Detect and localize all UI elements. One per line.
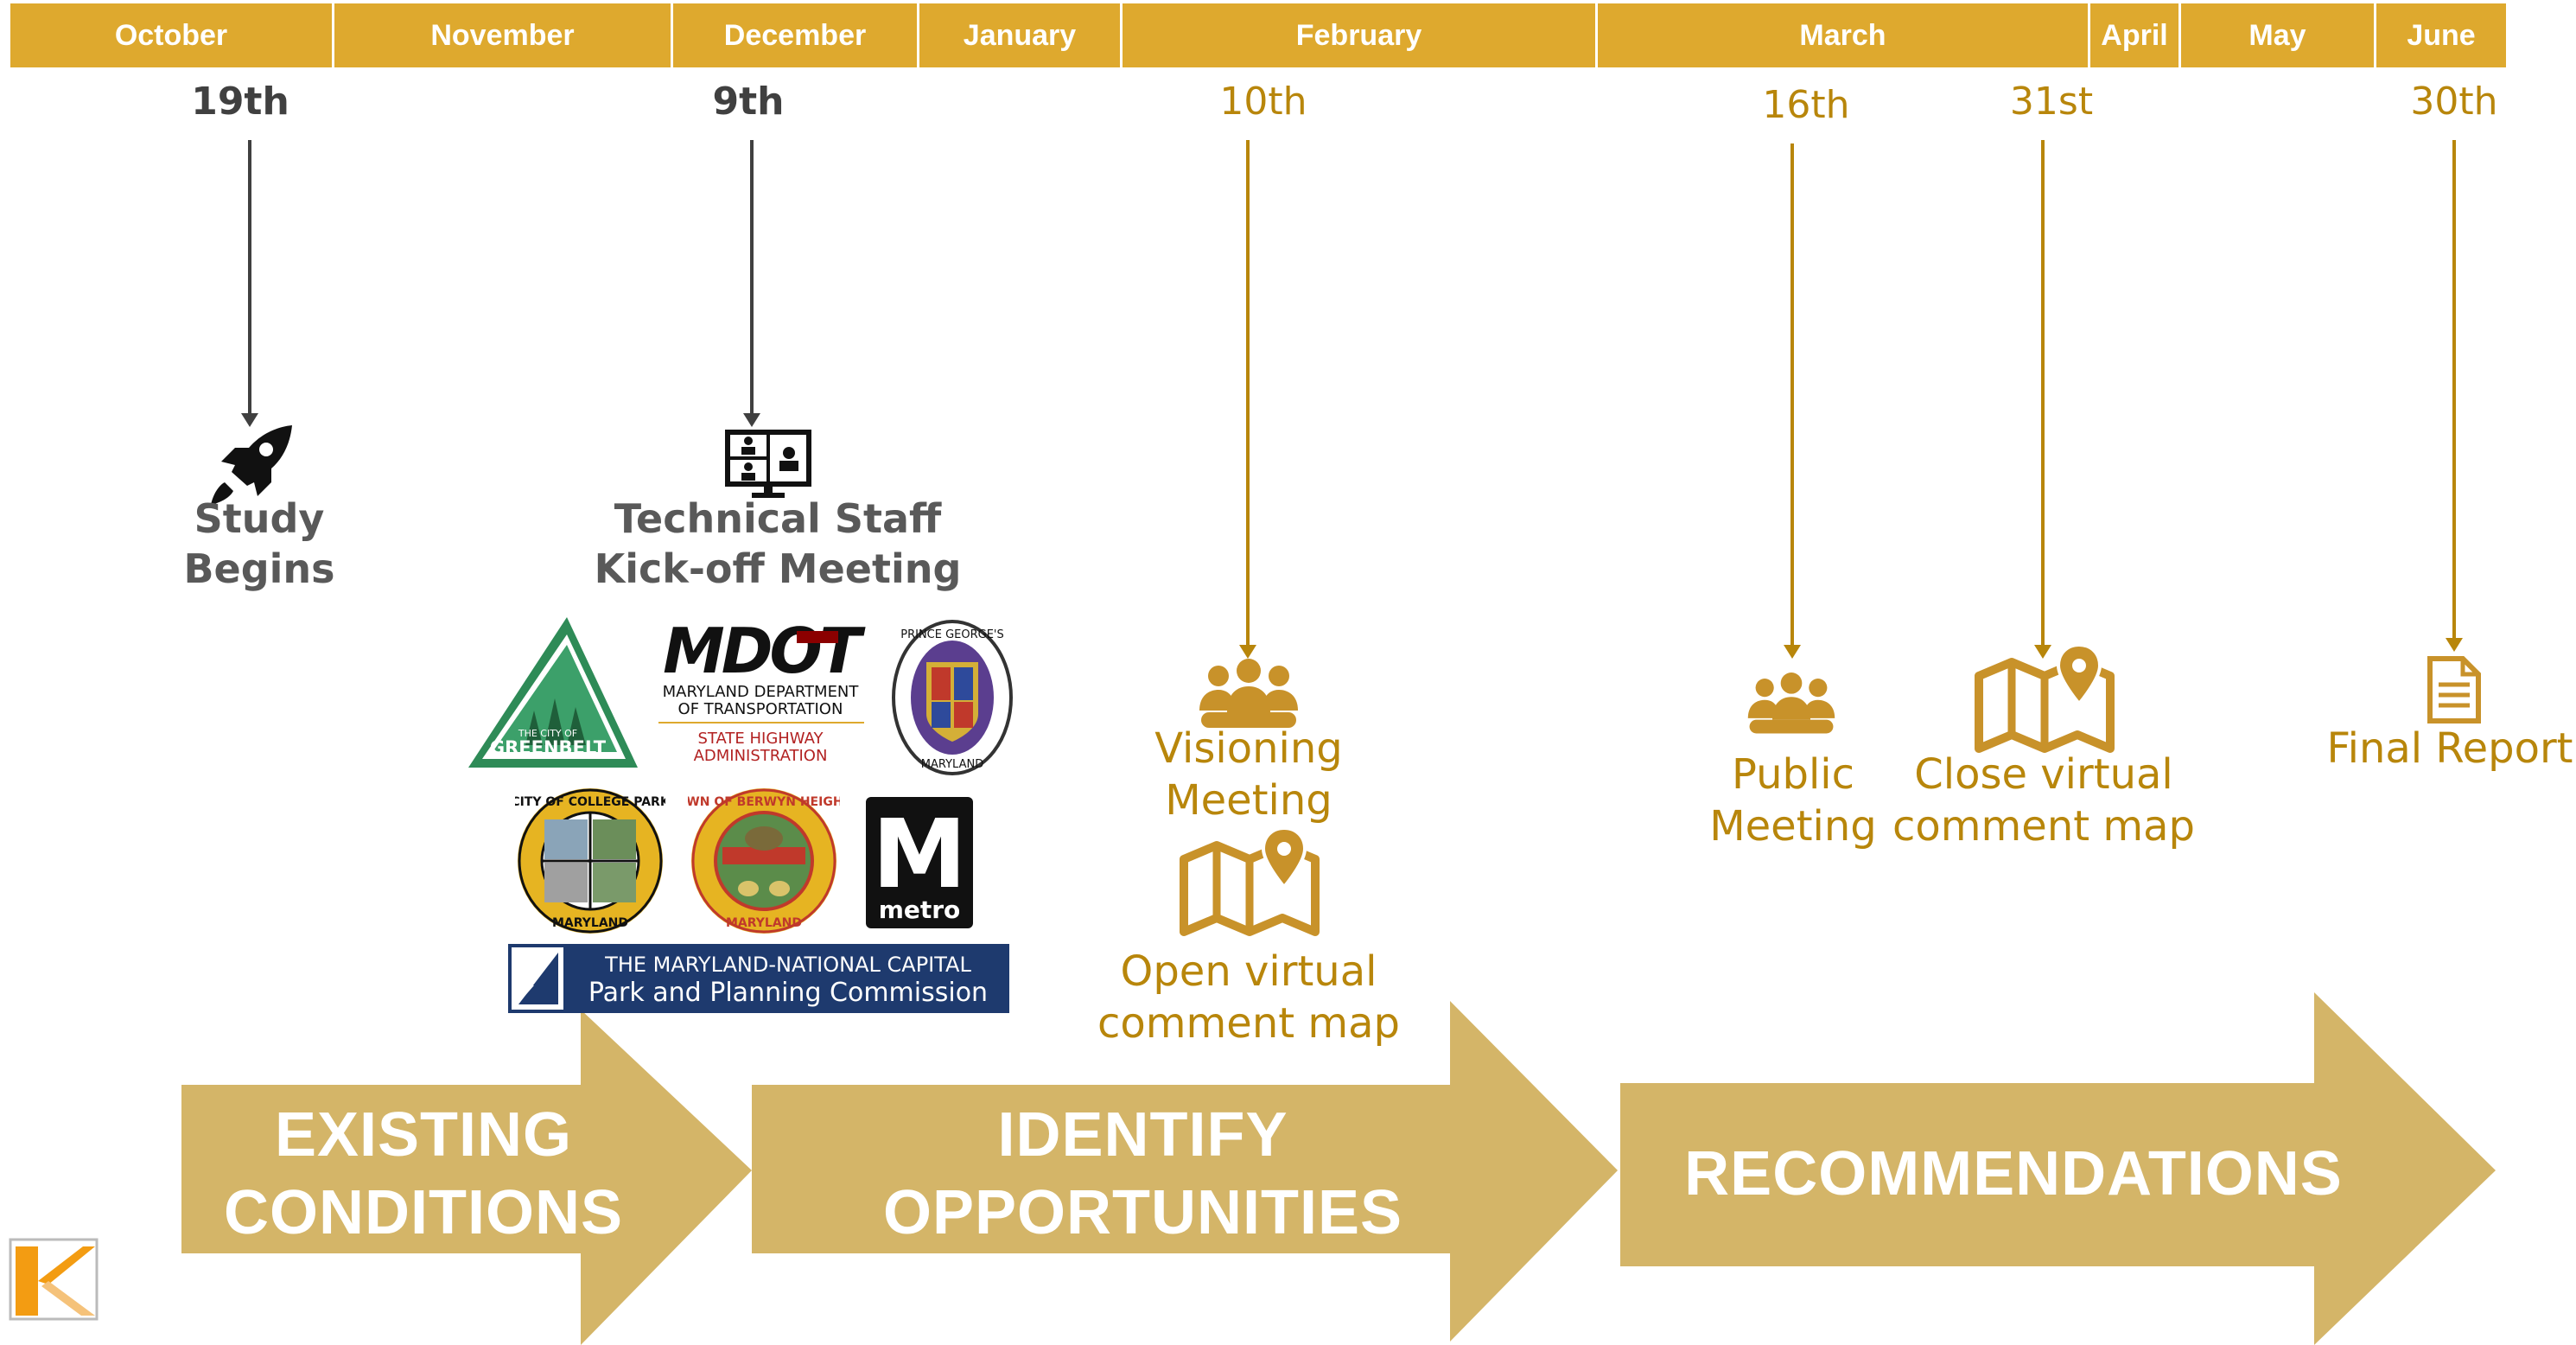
metro-word: metro (879, 896, 961, 924)
label-line: comment map (1892, 802, 2195, 851)
label-line: Public (1731, 750, 1855, 799)
college-park-bottom: MARYLAND (552, 916, 628, 930)
phase-line: CONDITIONS (223, 1178, 623, 1247)
month-october: October (114, 18, 228, 52)
phase-label-existing: EXISTING CONDITIONS (181, 1096, 665, 1252)
berwyn-top: TOWN OF BERWYN HEIGHTS (688, 795, 840, 809)
event-line-kickoff (750, 140, 754, 415)
event-date-final: 30th (2410, 80, 2498, 124)
event-label-study: Study Begins (147, 494, 372, 594)
event-date-close-map: 31st (2009, 80, 2094, 124)
college-park-top: CITY OF COLLEGE PARK (515, 795, 665, 809)
month-may: May (2178, 3, 2374, 67)
month-december: December (671, 3, 917, 67)
berwyn-heights-seal: TOWN OF BERWYN HEIGHTS MARYLAND (688, 788, 840, 934)
label-line: Technical Staff (614, 495, 942, 542)
label-line: Meeting (1165, 776, 1333, 825)
label-line: Meeting (1709, 802, 1877, 851)
phase-arrow-recommendations (1620, 992, 2496, 1345)
mdot-sha-logo: MDOT MARYLAND DEPARTMENT OF TRANSPORTATI… (658, 624, 869, 765)
metro-mark: M (872, 799, 966, 909)
map-pin-icon (1180, 825, 1320, 936)
mdot-line2: OF TRANSPORTATION (678, 700, 843, 718)
event-label-public: Public Meeting (1668, 749, 1918, 852)
month-april: April (2088, 3, 2178, 67)
greenbelt-line1: THE CITY OF (518, 728, 577, 739)
mncppc-line1: THE MARYLAND-NATIONAL CAPITAL (604, 953, 971, 977)
arrowhead-kickoff (743, 413, 760, 427)
berwyn-bottom: MARYLAND (726, 916, 802, 930)
event-line-public (1790, 143, 1794, 647)
month-march: March (1595, 3, 2088, 67)
phase-line: EXISTING (274, 1100, 573, 1170)
prince-georges-county-seal: PRINCE GEORGE'S MARYLAND (892, 620, 1013, 775)
college-park-seal: CITY OF COLLEGE PARK MARYLAND (515, 788, 665, 934)
rocket-icon (211, 425, 292, 505)
k-brand-logo (9, 1238, 99, 1321)
mncppc-line2: Park and Planning Commission (588, 978, 988, 1008)
mdot-line3: STATE HIGHWAY (697, 730, 824, 748)
map-pin-icon (1975, 642, 2115, 753)
greenbelt-line2: GREENBELT (490, 737, 607, 758)
pg-county-top: PRINCE GEORGE'S (900, 628, 1004, 641)
greenbelt-logo: THE CITY OF GREENBELT (468, 617, 638, 768)
mdot-line1: MARYLAND DEPARTMENT (663, 683, 860, 701)
event-date-visioning: 10th (1219, 80, 1307, 124)
phase-line: RECOMMENDATIONS (1684, 1139, 2343, 1208)
arrowhead-visioning (1239, 645, 1256, 659)
label-line: comment map (1097, 999, 1400, 1048)
mdot-line4: ADMINISTRATION (694, 747, 828, 765)
event-line-study (248, 140, 251, 415)
event-label-open-map: Open virtual comment map (1054, 946, 1443, 1049)
event-label-final: Final Report (2325, 723, 2575, 774)
group-icon (1199, 659, 1298, 728)
event-line-visioning (1246, 140, 1250, 647)
label-line: Kick-off Meeting (594, 545, 962, 592)
document-icon (2427, 656, 2481, 723)
arrowhead-close-map (2034, 645, 2051, 659)
phase-label-recommendations: RECOMMENDATIONS (1625, 1135, 2402, 1213)
event-date-study: 19th (191, 80, 289, 124)
month-january: January (917, 3, 1120, 67)
event-date-public: 16th (1762, 83, 1850, 127)
arrowhead-public (1784, 645, 1801, 659)
metro-logo: M metro (866, 797, 973, 928)
label-line: Close virtual (1914, 750, 2173, 799)
label-line: Study (194, 495, 325, 542)
label-line: Begins (183, 545, 335, 592)
month-june: June (2374, 3, 2506, 67)
phase-line: OPPORTUNITIES (882, 1178, 1403, 1247)
month-november: November (332, 3, 671, 67)
phase-arrow-existing (181, 1010, 752, 1345)
event-line-final (2452, 140, 2456, 640)
month-february: February (1120, 3, 1595, 67)
arrowhead-final (2446, 638, 2463, 652)
mncppc-logo: THE MARYLAND-NATIONAL CAPITAL Park and P… (508, 944, 1009, 1013)
event-line-close-map (2041, 140, 2045, 647)
arrowhead-study (241, 413, 258, 427)
month-bar: October November December January Februa… (10, 3, 2506, 67)
pg-county-bottom: MARYLAND (921, 758, 983, 771)
group-icon (1747, 672, 1835, 734)
event-date-kickoff: 9th (712, 80, 785, 124)
event-label-visioning: Visioning Meeting (1072, 723, 1426, 826)
label-line: Final Report (2326, 724, 2573, 773)
phase-label-identify: IDENTIFY OPPORTUNITIES (760, 1096, 1525, 1252)
video-conference-icon (725, 430, 811, 498)
phase-line: IDENTIFY (997, 1100, 1288, 1170)
label-line: Open virtual (1120, 947, 1377, 996)
event-label-kickoff: Technical Staff Kick-off Meeting (562, 494, 994, 594)
event-label-close-map: Close virtual comment map (1858, 749, 2229, 852)
label-line: Visioning (1154, 724, 1343, 773)
phase-arrow-identify (752, 1001, 1618, 1342)
